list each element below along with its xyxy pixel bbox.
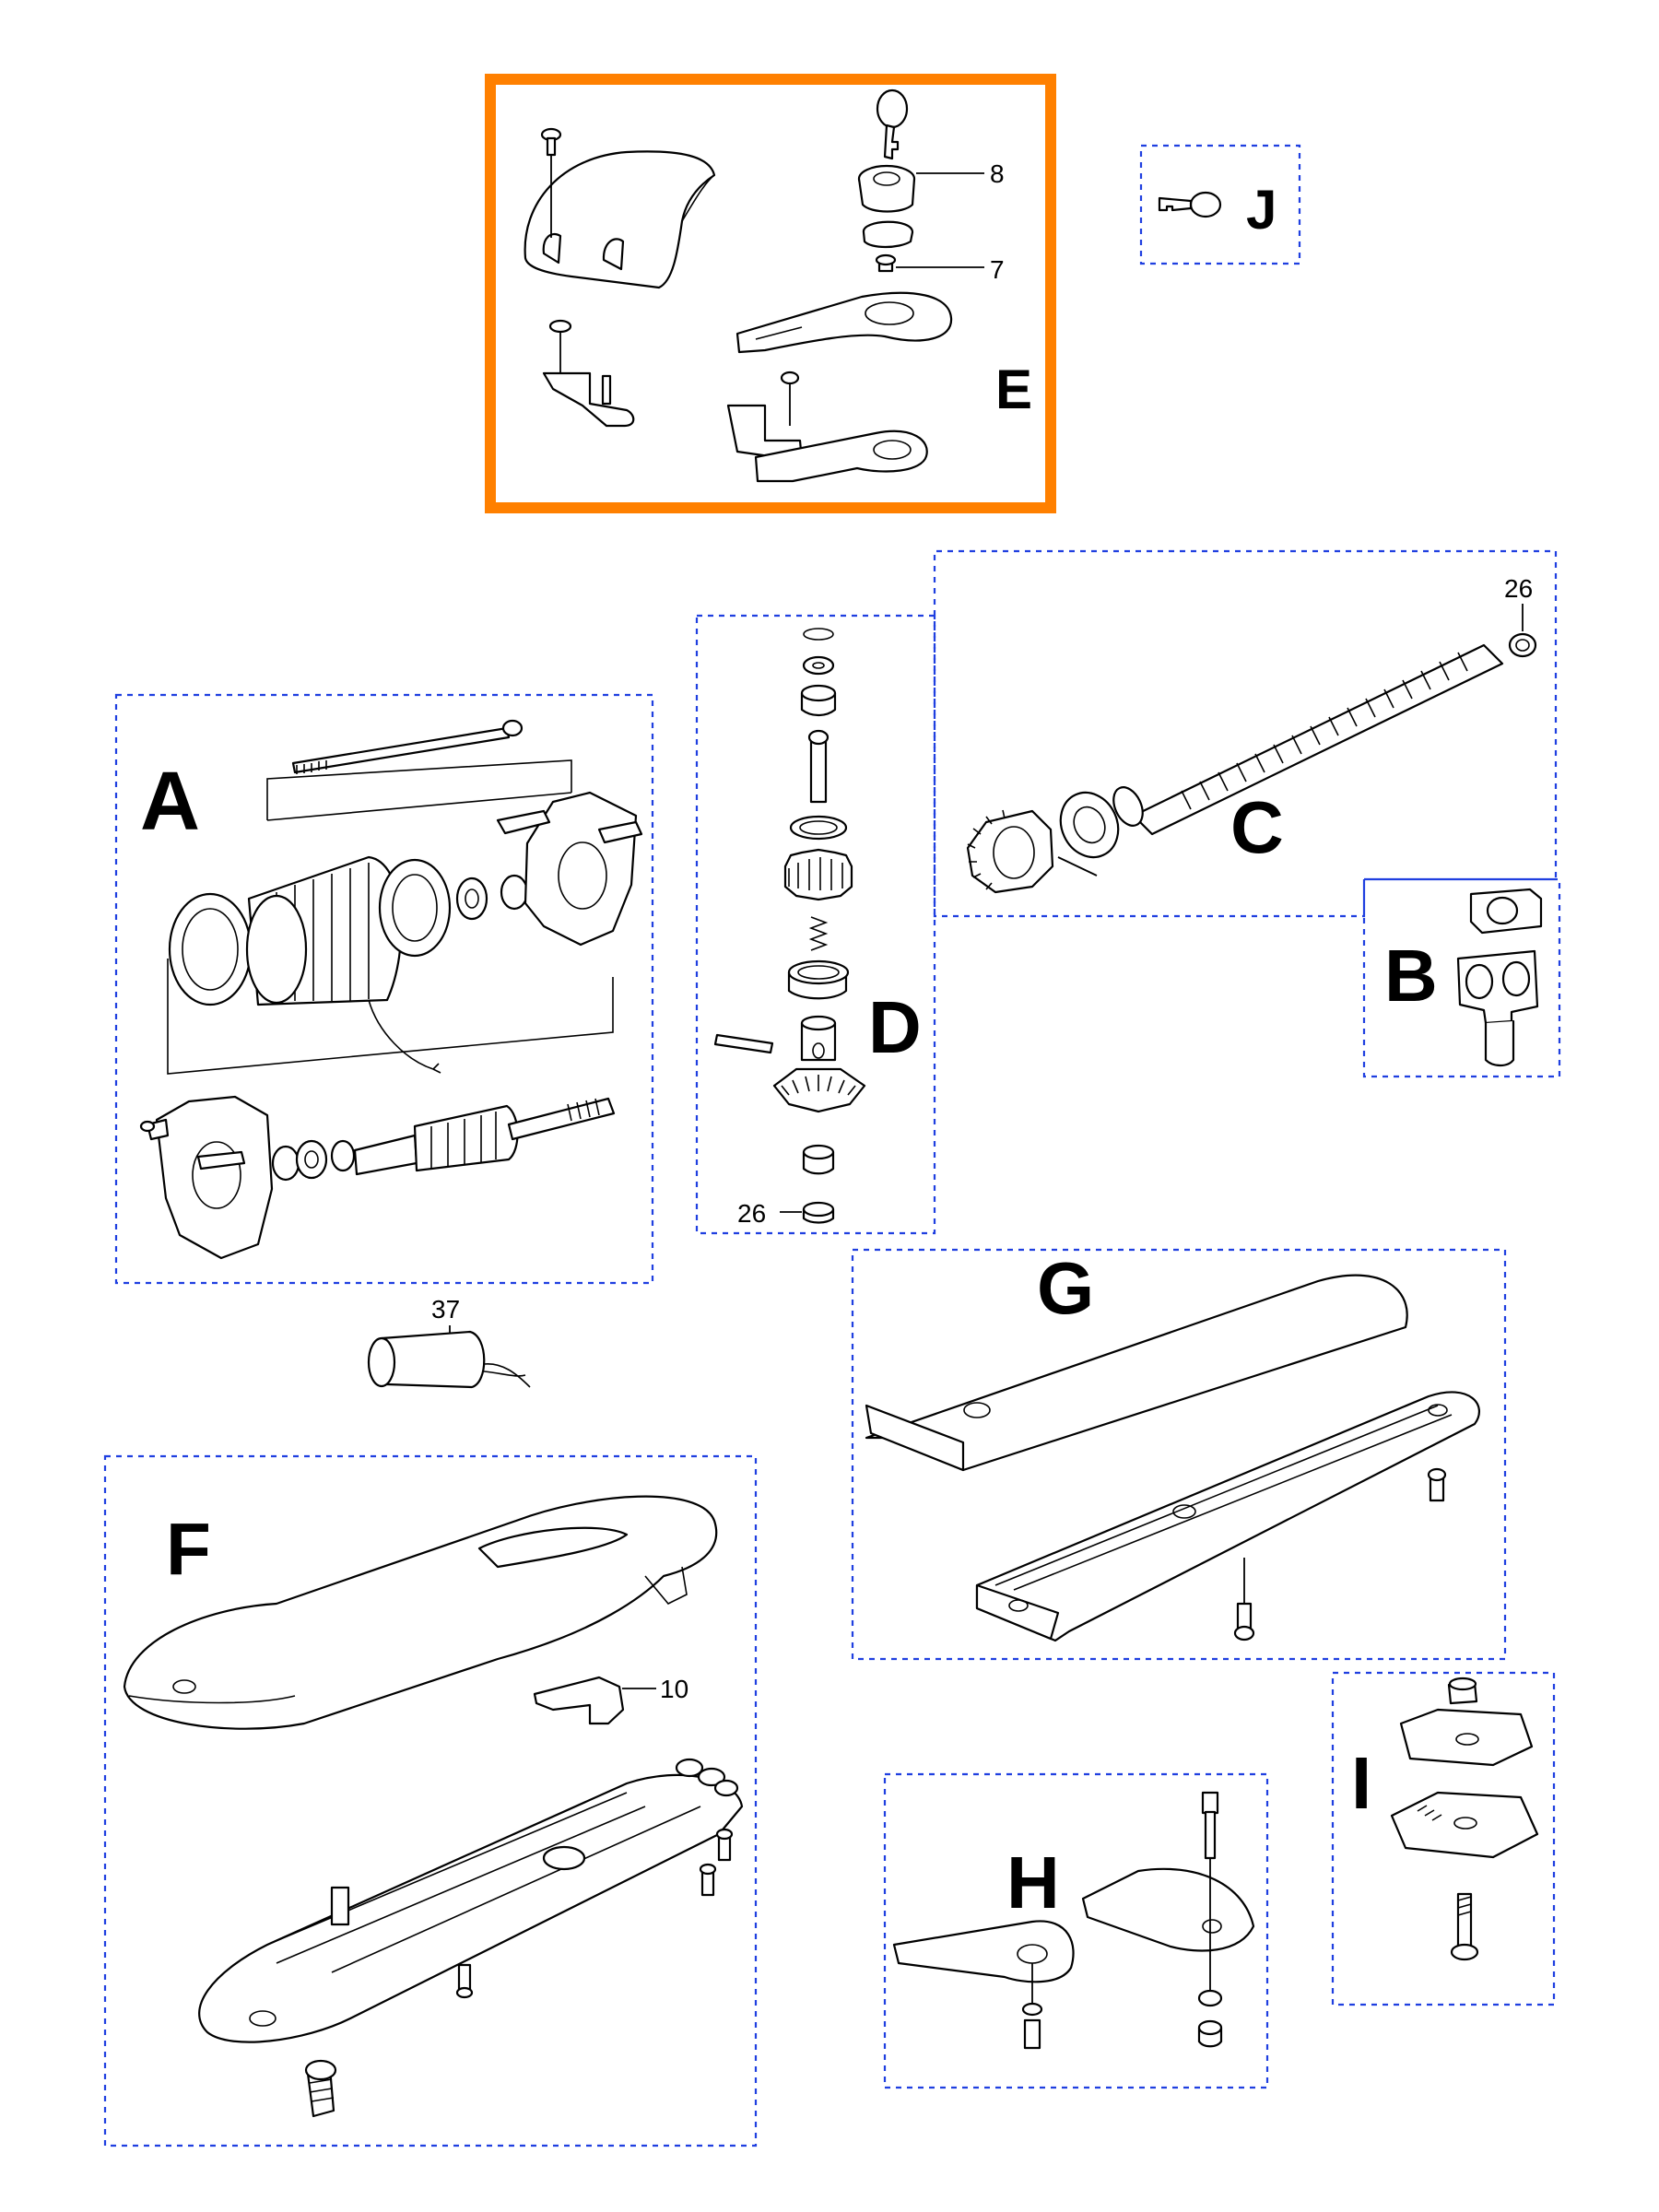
d-bearing-top <box>800 684 837 717</box>
e-release-lever <box>735 291 953 354</box>
f-upper-cover <box>123 1495 718 1730</box>
f-screws <box>455 1828 734 1999</box>
j-key <box>1158 191 1222 218</box>
e-small-screw: 7 <box>875 253 1005 284</box>
group-g-letter: G <box>1037 1247 1094 1329</box>
group-f-letter: F <box>166 1508 211 1590</box>
d-washer-top <box>802 655 835 676</box>
c-bearing <box>1059 786 1144 859</box>
i-upper-plate <box>1399 1708 1534 1767</box>
h-plate-left <box>892 1920 1075 2050</box>
g-cover-rail <box>865 1274 1408 1472</box>
f-bottom-fitting <box>304 2059 337 2118</box>
d-oring <box>803 628 834 641</box>
callout-7: 7 <box>990 255 1005 284</box>
group-f-box <box>103 1454 758 2147</box>
c-end-bushing <box>1508 632 1537 658</box>
d-key-bar <box>713 1033 774 1054</box>
callout-8: 8 <box>990 159 1005 188</box>
a-bearings-lower <box>271 1139 356 1182</box>
group-a[interactable]: A <box>114 693 654 1285</box>
group-d[interactable]: 26 D <box>695 614 936 1235</box>
e-lock-cylinder: 8 <box>857 159 1005 249</box>
c-worm-screw <box>1132 643 1504 836</box>
group-i-letter: I <box>1351 1742 1371 1824</box>
callout-10: 10 <box>660 1675 688 1703</box>
d-circlip <box>789 815 848 841</box>
g-base-rail <box>975 1391 1480 1642</box>
e-key <box>876 88 909 160</box>
d-bearing-middle <box>787 959 850 1000</box>
group-b-letter: B <box>1384 935 1438 1017</box>
d-bevel-pinion <box>772 1015 866 1113</box>
g-screw-bottom <box>1233 1558 1255 1641</box>
group-e-letter: E <box>995 359 1032 420</box>
group-h-letter: H <box>1006 1841 1060 1924</box>
h-plate-right <box>1081 1791 1255 2048</box>
group-g-box <box>851 1248 1507 1661</box>
a-bearing-upper <box>455 874 529 921</box>
i-bolt <box>1450 1892 1479 1961</box>
d-bushing <box>802 1144 835 1175</box>
group-j-letter: J <box>1246 179 1277 241</box>
group-a-letter: A <box>140 756 200 848</box>
group-c-box <box>933 549 1558 918</box>
i-nut <box>1447 1677 1478 1705</box>
i-lower-plate <box>1390 1791 1539 1859</box>
a-end-ring <box>378 858 452 958</box>
d-pin <box>807 729 830 804</box>
group-h-box <box>883 1772 1269 2089</box>
group-e-highlight-box <box>485 74 1056 513</box>
a-rotor <box>353 1097 616 1176</box>
a-tie-rod <box>291 719 524 774</box>
group-c[interactable]: 26 C <box>933 549 1558 918</box>
callout-37: 37 <box>431 1295 460 1324</box>
f-base-tray <box>198 1758 744 2043</box>
c-bevel-gear <box>966 809 1054 894</box>
callout-26-c: 26 <box>1504 574 1533 603</box>
callout-26-d: 26 <box>737 1199 766 1228</box>
d-spur-gear <box>783 848 853 901</box>
e-pin-bracket <box>542 319 635 428</box>
group-b[interactable]: B <box>1362 877 1561 1078</box>
group-f[interactable]: F 10 <box>103 1454 758 2147</box>
a-stator <box>168 855 441 1074</box>
a-lower-flange <box>139 1095 274 1260</box>
capacitor: 37 <box>367 1295 531 1389</box>
group-j-box <box>1139 144 1301 265</box>
group-c-letter: C <box>1230 786 1284 868</box>
group-h[interactable]: H <box>883 1772 1269 2089</box>
group-d-box <box>695 614 936 1235</box>
group-d-letter: D <box>868 986 922 1068</box>
b-clevis-fork <box>1456 949 1539 1067</box>
f-clip: 10 <box>533 1675 688 1725</box>
d-bottom-washer <box>802 1201 835 1224</box>
group-e[interactable]: 8 7 E <box>485 74 1056 513</box>
group-g[interactable]: G <box>851 1247 1507 1661</box>
e-latch-assembly <box>726 371 928 483</box>
group-j[interactable]: J <box>1139 144 1301 265</box>
group-i-box <box>1331 1671 1556 2006</box>
e-cover-dome <box>524 127 716 289</box>
g-screw-right <box>1427 1467 1447 1502</box>
d-spring <box>808 916 829 951</box>
b-clevis-block <box>1469 888 1543 935</box>
group-i[interactable]: I <box>1331 1671 1556 2006</box>
group-a-box <box>114 693 654 1285</box>
group-b-box <box>1362 877 1561 1078</box>
a-upper-flange <box>496 791 643 947</box>
